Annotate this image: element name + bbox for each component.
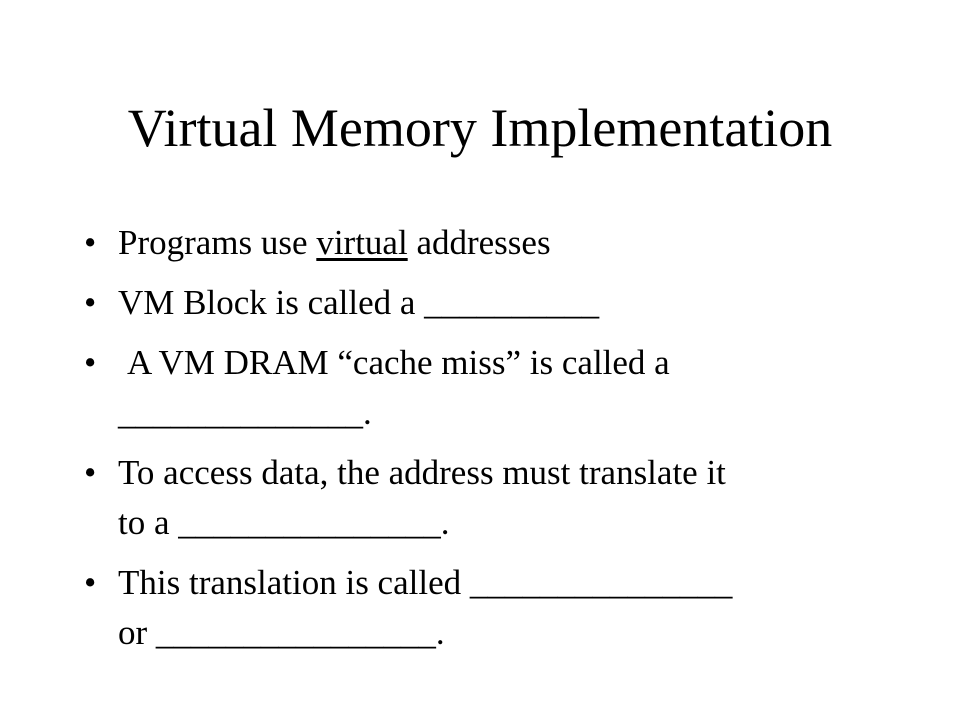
bullet-item-cache-miss: • A VM DRAM “cache miss” is called a ___…: [84, 338, 904, 438]
bullet-dot: •: [84, 283, 97, 322]
bullet-text-line1: A VM DRAM “cache miss” is called a: [127, 343, 670, 382]
slide-title: Virtual Memory Implementation: [127, 98, 833, 158]
bullet-item-vm-block: • VM Block is called a __________: [84, 278, 904, 328]
bullet-dot: •: [84, 453, 97, 492]
bullet-text-post: addresses: [407, 223, 551, 262]
bullet-dot: •: [84, 563, 97, 602]
bullet-text-underlined: virtual: [316, 223, 408, 262]
bullet-item-translate: • To access data, the address must trans…: [84, 448, 904, 548]
bullet-text-line2: ______________.: [118, 393, 372, 432]
bullet-text-line2: to a _______________.: [118, 503, 450, 542]
bullet-list: • Programs use virtual addresses • VM Bl…: [84, 218, 904, 668]
bullet-text-line2: or ________________.: [118, 613, 445, 652]
bullet-text-line1: To access data, the address must transla…: [118, 453, 726, 492]
bullet-text: VM Block is called a __________: [118, 283, 600, 322]
bullet-item-virtual-addresses: • Programs use virtual addresses: [84, 218, 904, 268]
bullet-dot: •: [84, 343, 97, 382]
bullet-text-pre: Programs use: [118, 223, 317, 262]
bullet-text-line1: This translation is called _____________…: [118, 563, 733, 602]
bullet-dot: •: [84, 223, 97, 262]
bullet-item-translation-name: • This translation is called ___________…: [84, 558, 904, 658]
